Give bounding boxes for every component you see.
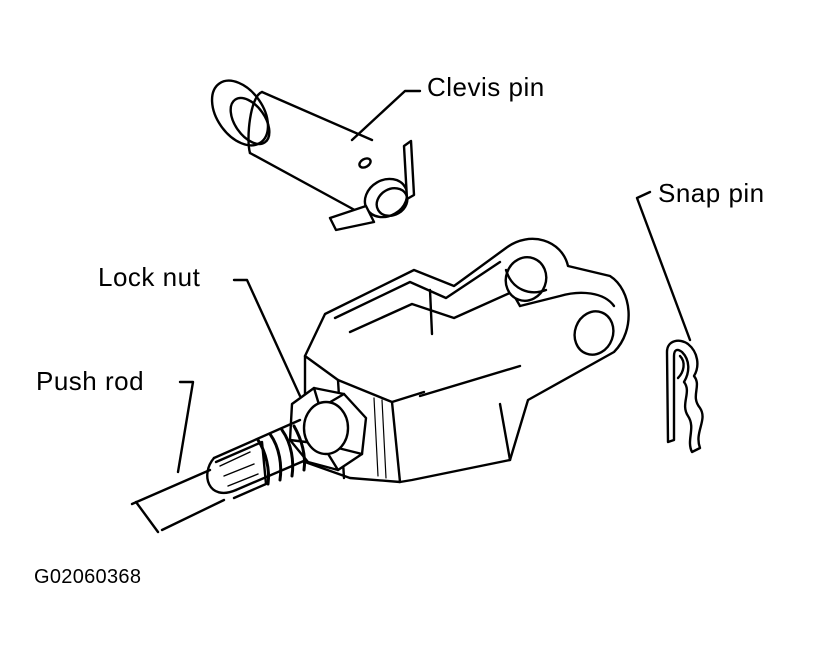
clevis-pin-part [201,70,420,230]
push-rod-label: Push rod [36,366,145,396]
clevis-pin-label: Clevis pin [427,72,545,102]
snap-pin-label: Snap pin [658,178,765,208]
snap-pin-part [637,192,703,452]
figure-code: G02060368 [34,566,142,588]
push-rod-part [132,382,306,532]
lock-nut-part [234,280,366,470]
lock-nut-label: Lock nut [98,262,201,292]
